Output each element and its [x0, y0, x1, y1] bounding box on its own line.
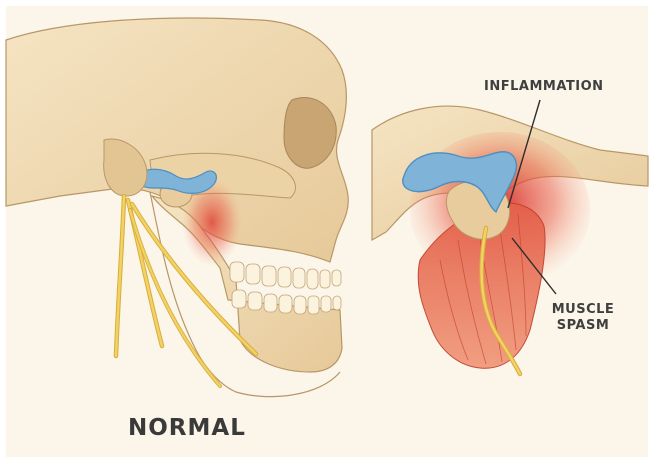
normal-label: NORMAL	[128, 415, 246, 441]
inflammation-label: INFLAMMATION	[484, 79, 604, 94]
muscle-spasm-label-line1: MUSCLE	[548, 302, 618, 318]
muscle-spasm-label-line2: SPASM	[548, 318, 618, 334]
muscle-spasm-label: MUSCLE SPASM	[548, 302, 618, 334]
